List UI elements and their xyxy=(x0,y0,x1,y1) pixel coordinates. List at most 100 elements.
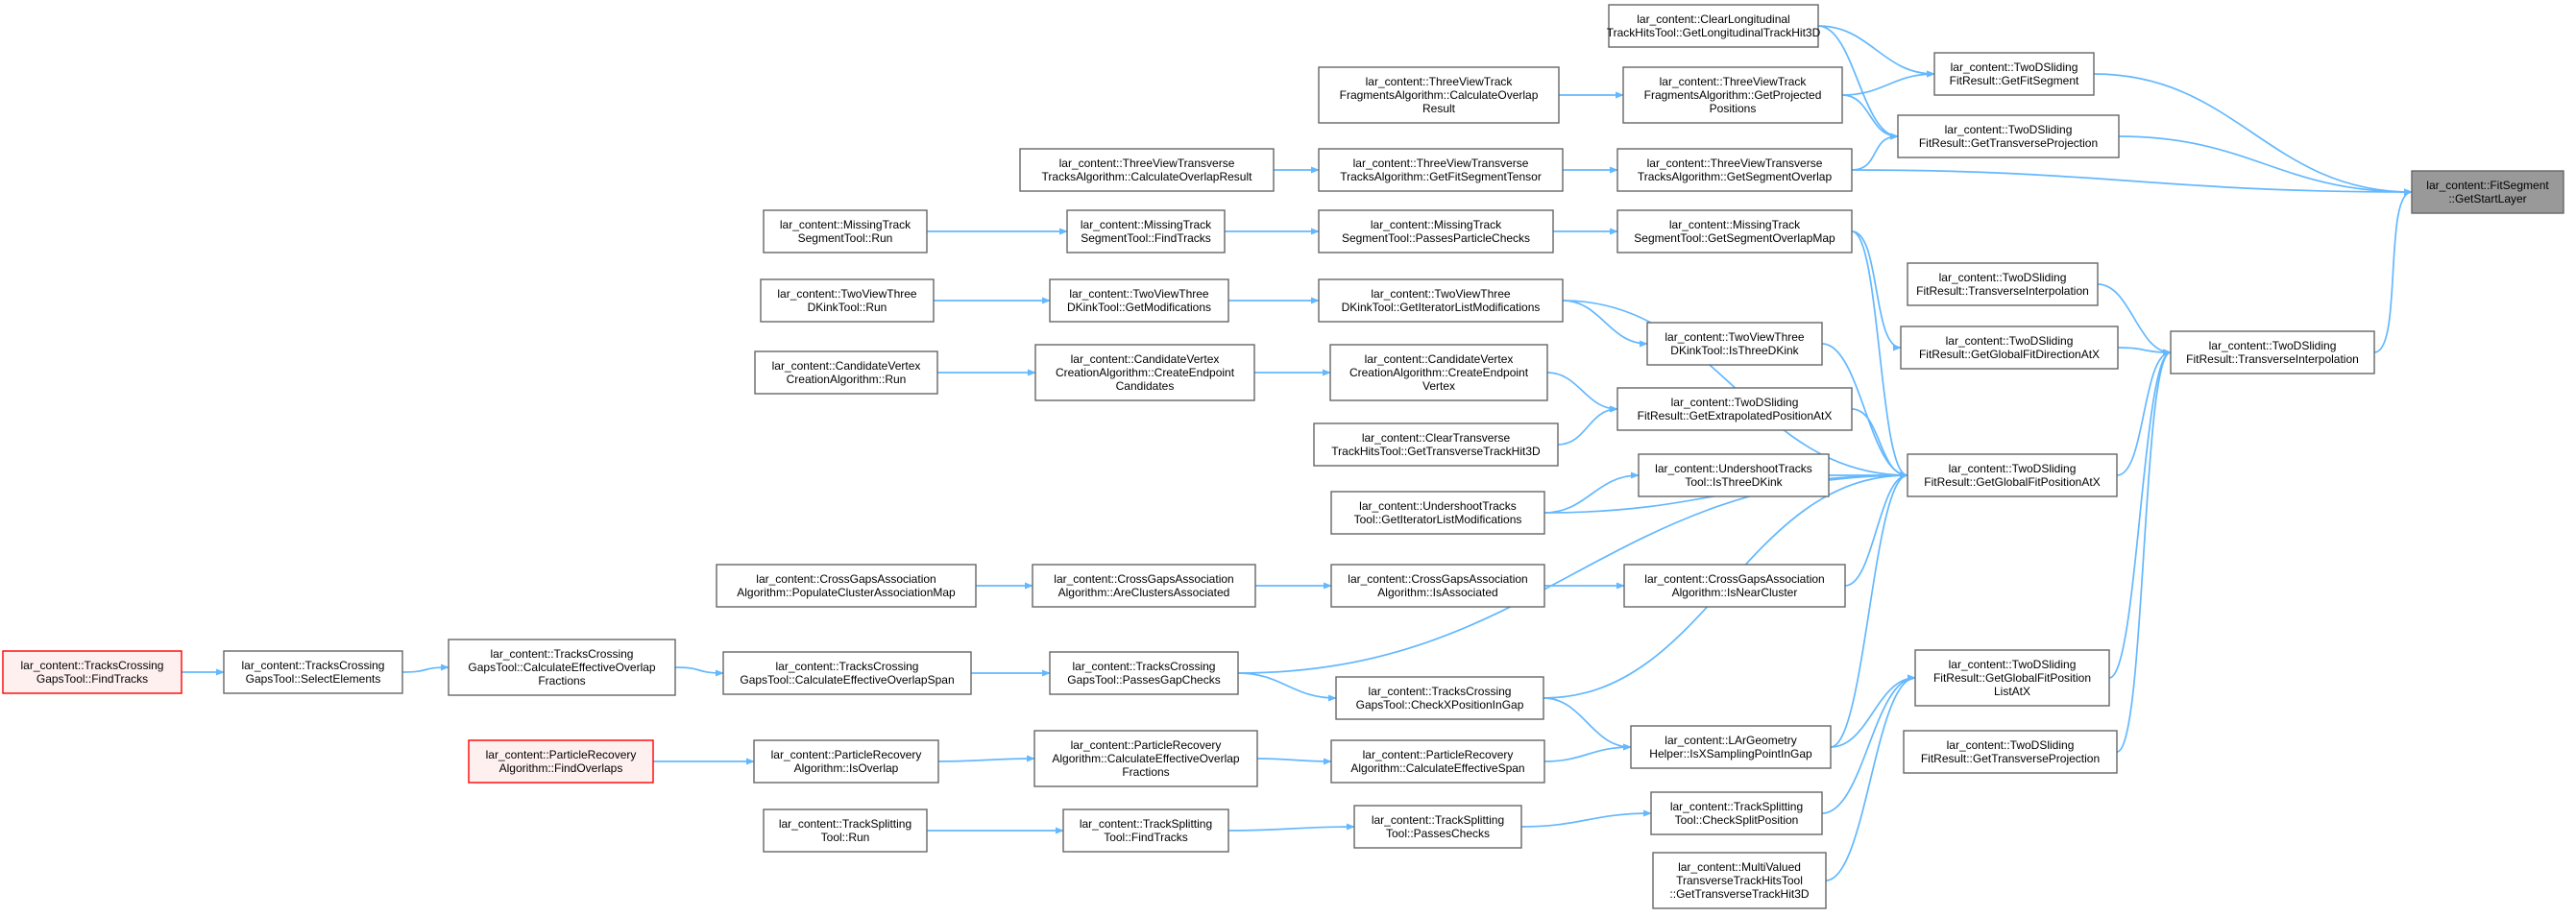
function-node-box[interactable] xyxy=(2411,170,2564,214)
function-node[interactable]: lar_content::TwoDSlidingFitResult::GetTr… xyxy=(1903,730,2118,774)
function-node-box[interactable] xyxy=(1335,676,1544,720)
function-node-box[interactable] xyxy=(1650,791,1823,835)
function-node-box[interactable] xyxy=(1623,564,1846,608)
function-node-box[interactable] xyxy=(1062,808,1229,853)
function-node[interactable]: lar_content::TwoDSlidingFitResult::GetGl… xyxy=(1907,453,2118,497)
function-node-box[interactable] xyxy=(754,350,938,395)
function-node-box[interactable] xyxy=(1329,344,1548,401)
function-node-box[interactable] xyxy=(1616,387,1853,431)
function-node-box[interactable] xyxy=(1907,262,2099,306)
function-node-box[interactable] xyxy=(1353,805,1522,849)
function-node[interactable]: lar_content::ThreeViewTransverseTracksAl… xyxy=(1318,148,1564,192)
function-node[interactable]: lar_content::TwoViewThreeDKinkTool::IsTh… xyxy=(1646,322,1823,366)
function-node-box[interactable] xyxy=(1318,278,1564,323)
function-node[interactable]: lar_content::ThreeViewTransverseTracksAl… xyxy=(1019,148,1275,192)
function-node-box[interactable] xyxy=(1313,422,1559,467)
function-node[interactable]: lar_content::ParticleRecoveryAlgorithm::… xyxy=(1330,739,1545,784)
function-node[interactable]: lar_content::TwoViewThreeDKinkTool::GetM… xyxy=(1049,278,1229,323)
function-node-box[interactable] xyxy=(760,278,935,323)
function-node[interactable]: lar_content::TwoDSlidingFitResult::GetEx… xyxy=(1616,387,1853,431)
function-node[interactable]: lar_content::TwoDSlidingFitResult::Trans… xyxy=(2170,330,2375,374)
function-node-box[interactable] xyxy=(1049,278,1229,323)
function-node[interactable]: lar_content::TracksCrossingGapsTool::Sel… xyxy=(223,650,403,694)
function-node[interactable]: lar_content::MissingTrackSegmentTool::Ru… xyxy=(763,209,928,253)
function-node[interactable]: lar_content::TracksCrossingGapsTool::Fin… xyxy=(2,650,182,694)
function-node[interactable]: lar_content::TracksCrossingGapsTool::Cal… xyxy=(722,651,972,695)
function-node-box[interactable] xyxy=(753,739,939,784)
function-node-box[interactable] xyxy=(1019,148,1275,192)
function-node-box[interactable] xyxy=(716,564,977,608)
function-node-box[interactable] xyxy=(1032,564,1256,608)
function-node[interactable]: lar_content::ClearLongitudinalTrackHitsT… xyxy=(1607,4,1821,48)
function-node[interactable]: lar_content::MissingTrackSegmentTool::Fi… xyxy=(1066,209,1226,253)
function-node[interactable]: lar_content::TwoDSlidingFitResult::GetFi… xyxy=(1933,52,2095,96)
function-node-box[interactable] xyxy=(1903,730,2118,774)
function-node-box[interactable] xyxy=(1318,209,1554,253)
function-node-box[interactable] xyxy=(1897,114,2120,158)
function-node[interactable]: lar_content::MultiValuedTransverseTrackH… xyxy=(1652,852,1827,909)
function-node[interactable]: lar_content::TrackSplittingTool::CheckSp… xyxy=(1650,791,1823,835)
function-node[interactable]: lar_content::ParticleRecoveryAlgorithm::… xyxy=(468,739,654,784)
function-node-box[interactable] xyxy=(1066,209,1226,253)
function-node-box[interactable] xyxy=(1616,209,1853,253)
function-node[interactable]: lar_content::CrossGapsAssociationAlgorit… xyxy=(1032,564,1256,608)
function-node[interactable]: lar_content::CandidateVertexCreationAlgo… xyxy=(1034,344,1255,401)
function-node-box[interactable] xyxy=(1318,148,1564,192)
function-node-box[interactable] xyxy=(448,639,676,696)
function-node-box[interactable] xyxy=(1638,453,1830,497)
function-node-box[interactable] xyxy=(1033,730,1258,787)
function-node-box[interactable] xyxy=(1034,344,1255,401)
function-node[interactable]: lar_content::CrossGapsAssociationAlgorit… xyxy=(716,564,977,608)
function-node[interactable]: lar_content::UndershootTracksTool::IsThr… xyxy=(1638,453,1830,497)
function-node-box[interactable] xyxy=(1646,322,1823,366)
function-node[interactable]: lar_content::CrossGapsAssociationAlgorit… xyxy=(1623,564,1846,608)
function-node[interactable]: lar_content::TrackSplittingTool::PassesC… xyxy=(1353,805,1522,849)
function-node-box[interactable] xyxy=(763,209,928,253)
function-node[interactable]: lar_content::ThreeViewTrackFragmentsAlgo… xyxy=(1318,66,1560,124)
function-node[interactable]: lar_content::ThreeViewTransverseTracksAl… xyxy=(1616,148,1853,192)
function-node-box[interactable] xyxy=(1049,651,1239,695)
function-node[interactable]: lar_content::FitSegment::GetStartLayer xyxy=(2411,170,2564,214)
function-node[interactable]: lar_content::TwoViewThreeDKinkTool::GetI… xyxy=(1318,278,1564,323)
function-node-box[interactable] xyxy=(1608,4,1819,48)
function-node[interactable]: lar_content::CandidateVertexCreationAlgo… xyxy=(1329,344,1548,401)
function-node[interactable]: lar_content::TwoDSlidingFitResult::GetGl… xyxy=(1900,326,2119,370)
function-node-box[interactable] xyxy=(1900,326,2119,370)
function-node-box[interactable] xyxy=(1907,453,2118,497)
function-node[interactable]: lar_content::TrackSplittingTool::FindTra… xyxy=(1062,808,1229,853)
function-node-box[interactable] xyxy=(2,650,182,694)
function-node-box[interactable] xyxy=(722,651,972,695)
function-node[interactable]: lar_content::CrossGapsAssociationAlgorit… xyxy=(1330,564,1545,608)
function-node[interactable]: lar_content::MissingTrackSegmentTool::Pa… xyxy=(1318,209,1554,253)
function-node[interactable]: lar_content::TracksCrossingGapsTool::Che… xyxy=(1335,676,1544,720)
function-node[interactable]: lar_content::ParticleRecoveryAlgorithm::… xyxy=(1033,730,1258,787)
function-node[interactable]: lar_content::TwoDSlidingFitResult::GetTr… xyxy=(1897,114,2120,158)
function-node-box[interactable] xyxy=(763,808,928,853)
function-node-box[interactable] xyxy=(468,739,654,784)
function-node[interactable]: lar_content::LArGeometryHelper::IsXSampl… xyxy=(1630,725,1832,769)
function-node[interactable]: lar_content::TwoDSlidingFitResult::Trans… xyxy=(1907,262,2099,306)
function-node-box[interactable] xyxy=(1330,739,1545,784)
function-node-box[interactable] xyxy=(1330,564,1545,608)
function-node-box[interactable] xyxy=(1933,52,2095,96)
function-node[interactable]: lar_content::UndershootTracksTool::GetIt… xyxy=(1330,491,1545,535)
function-node[interactable]: lar_content::MissingTrackSegmentTool::Ge… xyxy=(1616,209,1853,253)
function-node-box[interactable] xyxy=(1622,66,1843,124)
function-node-box[interactable] xyxy=(1630,725,1832,769)
function-node-box[interactable] xyxy=(1330,491,1545,535)
function-node[interactable]: lar_content::TracksCrossingGapsTool::Cal… xyxy=(448,639,676,696)
function-node-box[interactable] xyxy=(1914,649,2110,707)
function-node-box[interactable] xyxy=(1652,852,1827,909)
function-node-box[interactable] xyxy=(1318,66,1560,124)
function-node[interactable]: lar_content::ClearTransverseTrackHitsToo… xyxy=(1313,422,1559,467)
function-node-box[interactable] xyxy=(1616,148,1853,192)
function-node[interactable]: lar_content::TracksCrossingGapsTool::Pas… xyxy=(1049,651,1239,695)
function-node[interactable]: lar_content::TwoDSlidingFitResult::GetGl… xyxy=(1914,649,2110,707)
function-node[interactable]: lar_content::CandidateVertexCreationAlgo… xyxy=(754,350,938,395)
function-node-box[interactable] xyxy=(2170,330,2375,374)
function-node[interactable]: lar_content::ParticleRecoveryAlgorithm::… xyxy=(753,739,939,784)
function-node[interactable]: lar_content::ThreeViewTrackFragmentsAlgo… xyxy=(1622,66,1843,124)
function-node-box[interactable] xyxy=(223,650,403,694)
